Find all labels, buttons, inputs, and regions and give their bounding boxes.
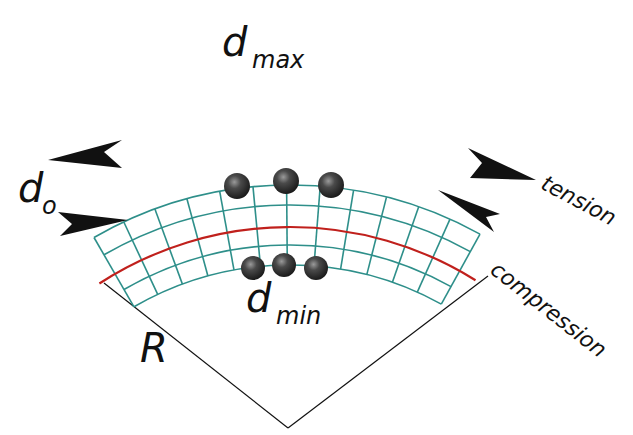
grid-line <box>253 187 261 267</box>
force-arrow <box>48 140 536 236</box>
stress-label: compression <box>486 258 610 362</box>
subscript: o <box>42 194 57 218</box>
distance-symbol: d <box>18 168 43 208</box>
distance-symbol: d <box>246 278 271 318</box>
radius-label: R <box>140 328 168 368</box>
grid-line <box>220 191 234 270</box>
distance-symbol: d <box>222 22 247 62</box>
grid-line <box>94 238 134 307</box>
stress-label: tension <box>538 172 620 229</box>
grid-line <box>155 209 183 284</box>
grid-line <box>417 219 450 292</box>
subscript: min <box>276 304 321 328</box>
neutral-axis <box>99 227 475 283</box>
grid-line <box>286 185 288 265</box>
grid-line <box>341 190 354 269</box>
grid-line <box>314 186 320 266</box>
atom <box>224 168 344 280</box>
subscript: max <box>252 48 304 72</box>
grid-line <box>441 234 480 304</box>
beam-grid <box>94 185 480 307</box>
grid-line <box>124 222 158 294</box>
